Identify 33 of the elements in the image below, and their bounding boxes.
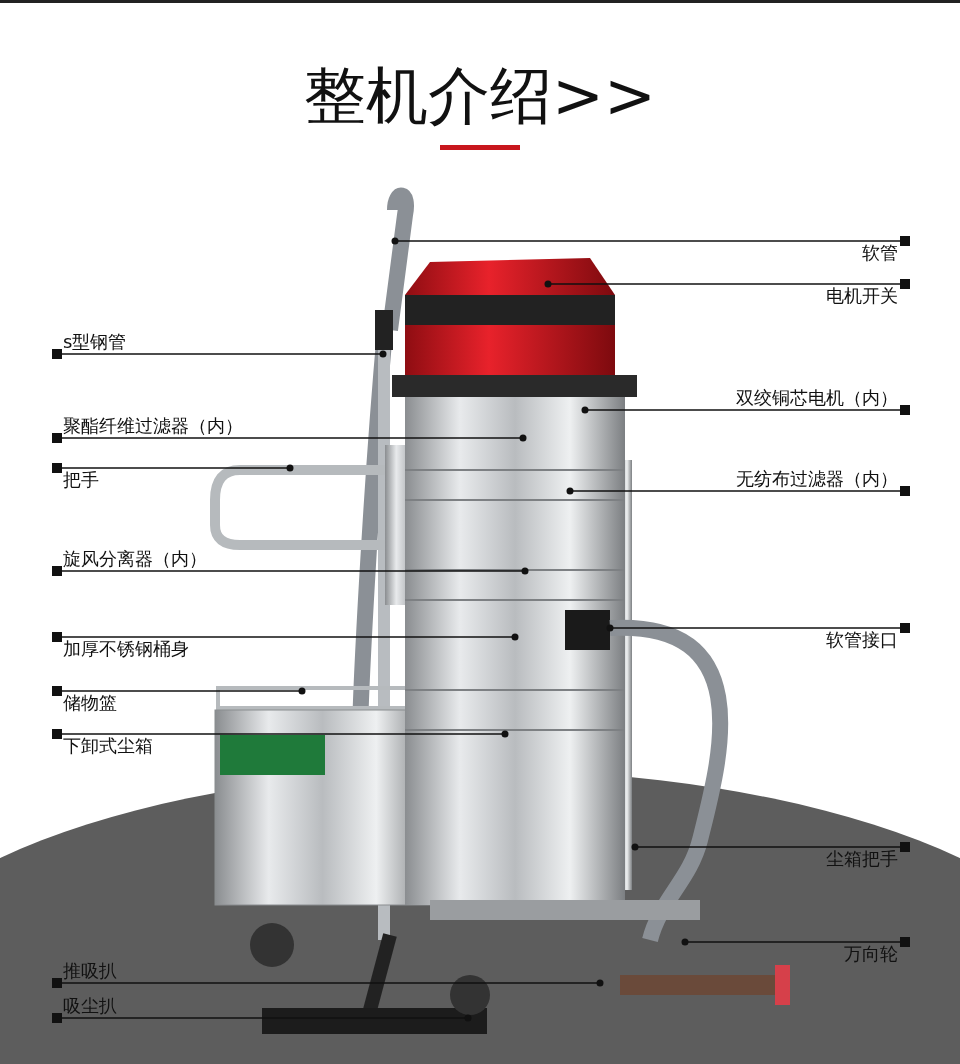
- leader-line: [52, 433, 527, 443]
- part-label: 旋风分离器（内）: [63, 548, 207, 570]
- part-label: 电机开关: [826, 285, 898, 307]
- leader-line: [52, 349, 387, 359]
- leader-line: [52, 686, 306, 696]
- part-label: 万向轮: [844, 943, 898, 965]
- part-label: 软管接口: [826, 629, 898, 651]
- leader-line: [391, 236, 910, 246]
- leader-line: [606, 623, 910, 633]
- part-label: 下卸式尘箱: [63, 735, 153, 757]
- leader-line: [52, 729, 509, 739]
- leader-line: [52, 566, 529, 576]
- leader-line: [681, 937, 910, 947]
- part-label: 加厚不锈钢桶身: [63, 638, 189, 660]
- part-label: 双绞铜芯电机（内）: [736, 387, 898, 409]
- part-label: 把手: [63, 469, 99, 491]
- part-label: 软管: [862, 242, 898, 264]
- leader-line: [52, 632, 519, 642]
- leader-line: [631, 842, 910, 852]
- title: 整机介绍>>: [303, 58, 657, 134]
- part-label: 吸尘扒: [63, 995, 117, 1017]
- part-label: 推吸扒: [63, 960, 117, 982]
- leader-line: [544, 279, 910, 289]
- part-label: 尘箱把手: [826, 848, 898, 870]
- leader-line: [52, 1013, 472, 1023]
- part-label: 储物篮: [63, 692, 117, 714]
- leader-line: [581, 405, 910, 415]
- part-label: s型钢管: [63, 331, 127, 353]
- leader-line: [52, 463, 294, 473]
- leader-line: [566, 486, 910, 496]
- leader-line: [52, 978, 604, 988]
- part-label: 无纺布过滤器（内）: [736, 468, 898, 490]
- part-label: 聚酯纤维过滤器（内）: [63, 415, 243, 437]
